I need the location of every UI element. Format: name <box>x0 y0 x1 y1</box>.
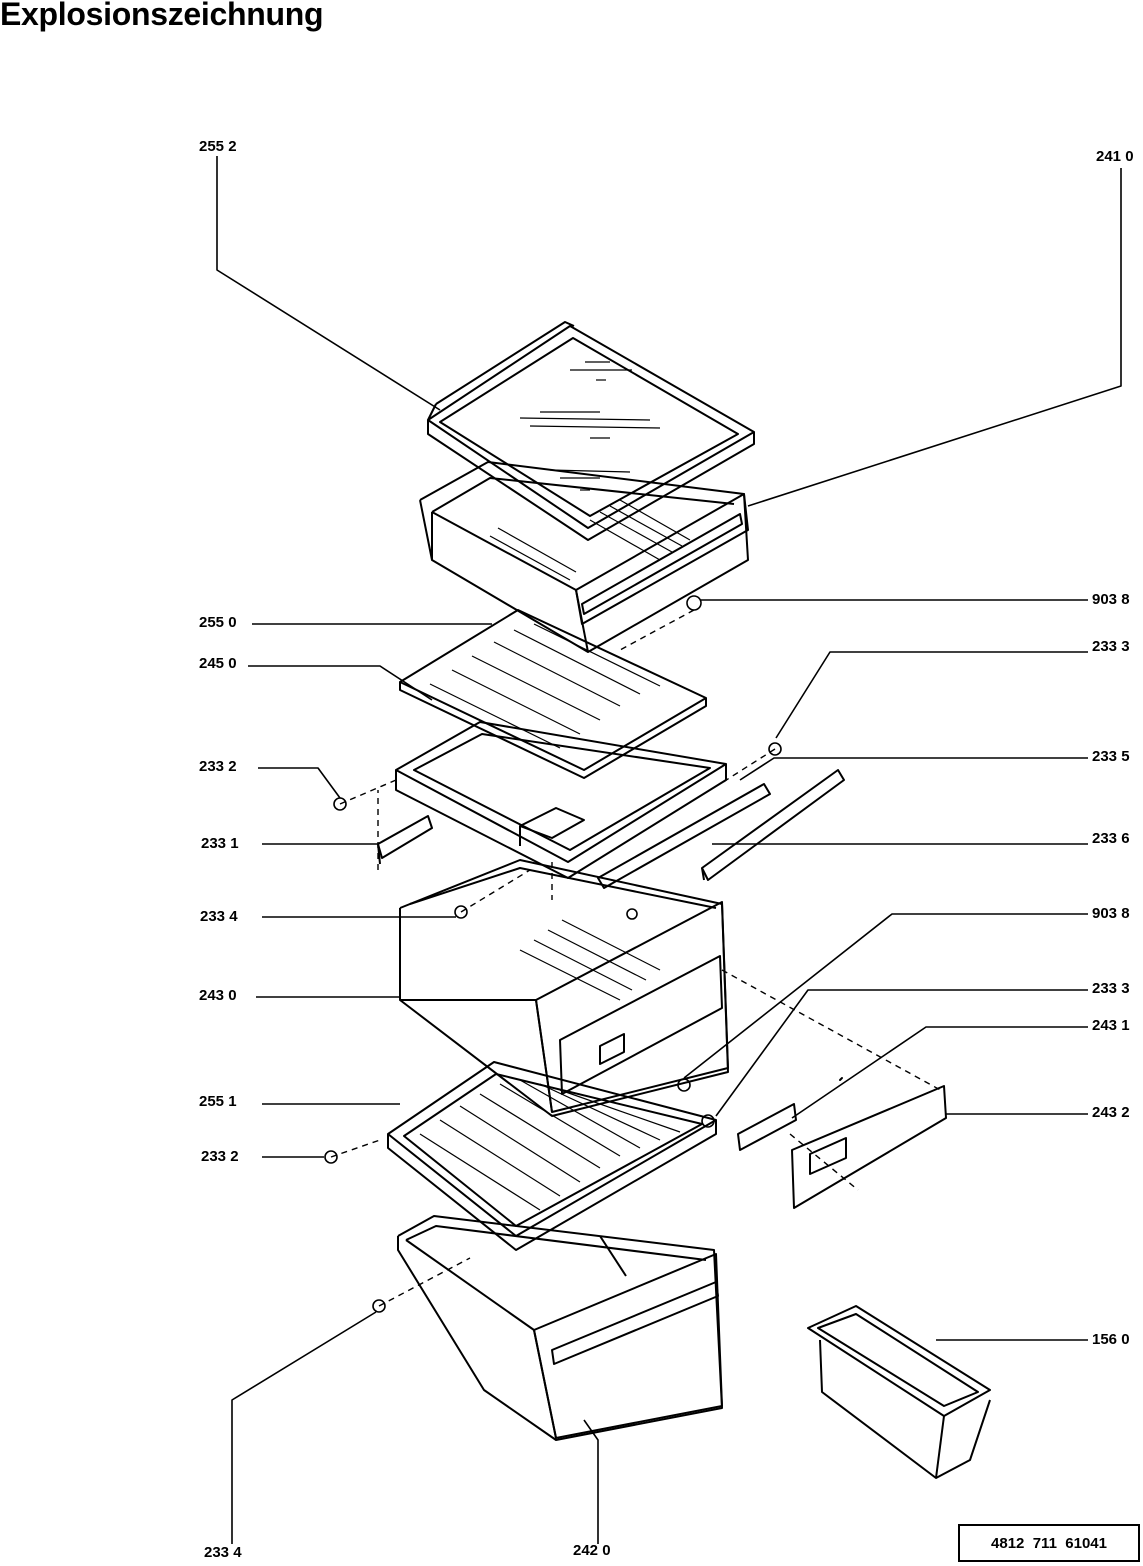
label-156-0: 156 0 <box>1092 1331 1130 1348</box>
label-233-3-lower: 233 3 <box>1092 980 1130 997</box>
label-243-0: 243 0 <box>199 987 237 1004</box>
door-bin <box>807 1305 991 1479</box>
label-255-0: 255 0 <box>199 614 237 631</box>
label-241-0: 241 0 <box>1096 148 1134 165</box>
page-title: Explosionszeichnung <box>0 0 324 32</box>
clips <box>324 595 782 1313</box>
leader-lines <box>216 156 1122 1544</box>
label-233-2-upper: 233 2 <box>199 758 237 775</box>
label-903-8-upper: 903 8 <box>1092 591 1130 608</box>
label-233-4-lower: 233 4 <box>204 1544 242 1561</box>
label-255-2: 255 2 <box>199 138 237 155</box>
grid-tray <box>387 1061 717 1251</box>
label-245-0: 245 0 <box>199 655 237 672</box>
label-233-3-upper: 233 3 <box>1092 638 1130 655</box>
label-233-6: 233 6 <box>1092 830 1130 847</box>
label-233-1: 233 1 <box>201 835 239 852</box>
label-233-5: 233 5 <box>1092 748 1130 765</box>
cover-frame <box>395 721 727 879</box>
label-233-4-upper: 233 4 <box>200 908 238 925</box>
label-903-8-lower: 903 8 <box>1092 905 1130 922</box>
label-233-2-lower: 233 2 <box>201 1148 239 1165</box>
side-panel-parts <box>737 1077 947 1209</box>
shelf-plate <box>399 609 707 779</box>
middle-drawer <box>399 859 729 1117</box>
bottom-crisper <box>397 1215 723 1441</box>
label-242-0: 242 0 <box>573 1542 611 1559</box>
label-255-1: 255 1 <box>199 1093 237 1110</box>
label-243-2: 243 2 <box>1092 1104 1130 1121</box>
assembly-lines <box>330 609 945 1307</box>
document-number-box: 4812 711 61041 <box>958 1524 1140 1562</box>
upper-crisper <box>419 461 749 653</box>
glass-shelf <box>427 321 755 541</box>
label-243-1: 243 1 <box>1092 1017 1130 1034</box>
